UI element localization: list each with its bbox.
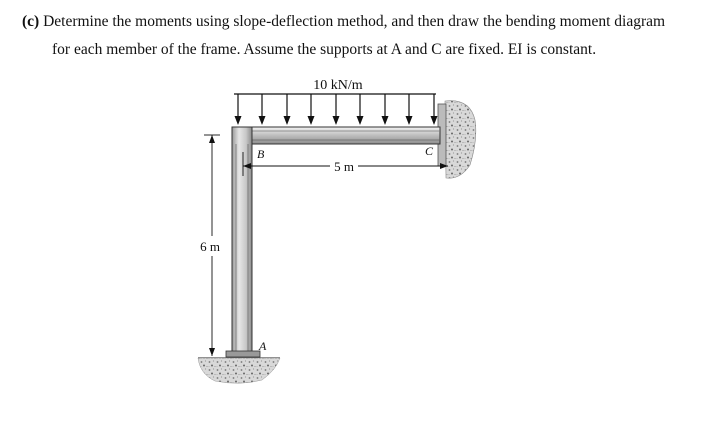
span-label: 5 m	[334, 159, 354, 174]
column-ab	[231, 126, 253, 354]
load-label: 10 kN/m	[313, 78, 363, 93]
load-arrow-head	[356, 116, 364, 125]
load-arrow-head	[258, 116, 266, 125]
load-arrow-head	[332, 116, 340, 125]
span-dimension	[242, 152, 448, 176]
joint-c-label: C	[425, 144, 434, 158]
load-arrow-head	[405, 116, 413, 125]
load-arrows	[234, 94, 438, 125]
joint-a-label: A	[258, 339, 267, 353]
load-arrow-head	[381, 116, 389, 125]
fixed-support-a	[197, 350, 281, 384]
load-arrow-head	[307, 116, 315, 125]
problem-line-2: for each member of the frame. Assume the…	[52, 41, 597, 58]
beam-bc	[231, 126, 441, 145]
height-label: 6 m	[200, 239, 220, 254]
distributed-load	[234, 93, 438, 125]
height-dimension	[204, 134, 220, 356]
problem-line-1: Determine the moments using slope-deflec…	[43, 13, 666, 30]
problem-statement: (c) Determine the moments using slope-de…	[22, 8, 702, 64]
load-arrow-head	[283, 116, 291, 125]
load-arrow-head	[234, 116, 242, 125]
load-arrow-head	[430, 116, 438, 125]
joint-b-label: B	[257, 147, 265, 161]
problem-label: (c)	[22, 13, 40, 30]
